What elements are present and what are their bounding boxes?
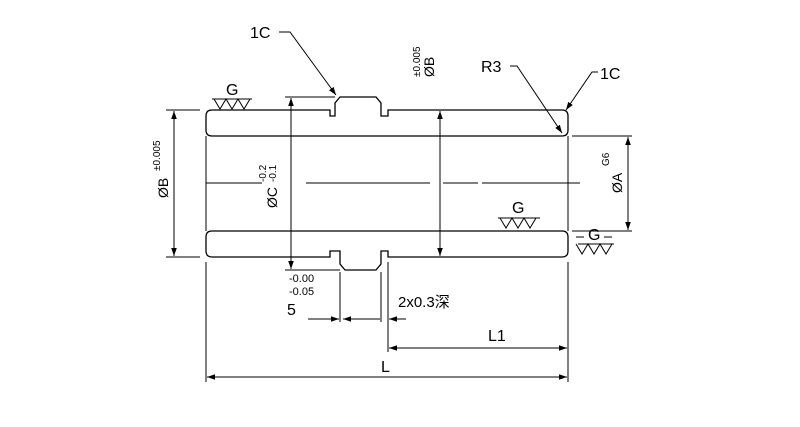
groove-tolerance-lower: -0.05 — [289, 286, 314, 298]
dia-a-label: ØA — [609, 172, 625, 193]
finish-label-bore: G — [512, 200, 524, 217]
length-l-label: L — [381, 359, 390, 376]
surface-finish-symbol-top — [212, 98, 252, 110]
dia-b-left-tolerance: ±0.005 — [152, 140, 163, 171]
extension-lines — [166, 96, 632, 382]
radius-label: R3 — [481, 59, 502, 76]
leader-radius — [510, 65, 563, 134]
dia-b-mid-label: ØB — [421, 57, 437, 77]
top-wall-outline — [205, 96, 569, 137]
length-l1-label: L1 — [488, 328, 506, 345]
surface-finish-symbol-bore — [498, 217, 540, 229]
dia-a-fit: G6 — [601, 152, 612, 166]
leader-lines — [279, 31, 598, 134]
dia-b-left-label: ØB — [155, 178, 171, 198]
dia-b-mid-tolerance: ±0.005 — [412, 46, 423, 77]
surface-finish-symbol-right — [575, 236, 614, 255]
dia-c-tolerance-upper: -0.2 — [258, 164, 269, 182]
groove-width-label: 5 — [287, 302, 296, 319]
dimension-lines — [171, 98, 631, 380]
leader-chamfer-left — [279, 31, 337, 96]
groove-tolerance-upper: -0.00 — [289, 273, 314, 285]
dia-c-label: ØC — [264, 187, 280, 208]
dia-c-tolerance-lower: -0.1 — [268, 164, 279, 182]
groove-depth-label: 2x0.3深 — [398, 294, 450, 311]
finish-label-top: G — [226, 82, 238, 99]
chamfer-label-right: 1C — [600, 66, 620, 83]
leader-chamfer-right — [565, 71, 598, 111]
finish-label-right: G — [588, 227, 600, 244]
chamfer-label-left: 1C — [250, 25, 270, 42]
bottom-wall-outline — [205, 230, 569, 271]
